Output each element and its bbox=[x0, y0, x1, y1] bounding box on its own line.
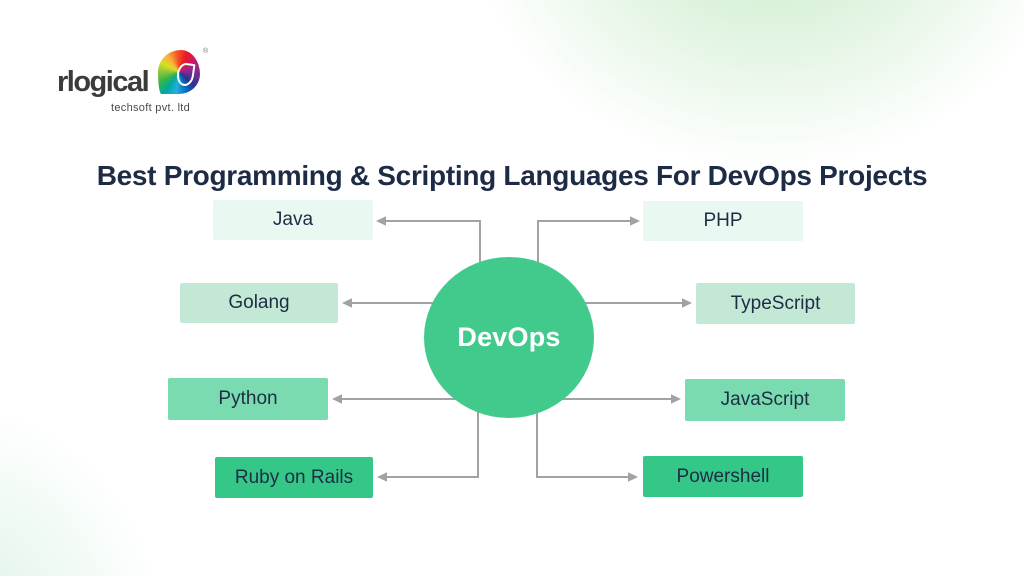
language-label: JavaScript bbox=[720, 389, 810, 410]
language-label: Ruby on Rails bbox=[234, 466, 354, 488]
language-box-php: PHP bbox=[643, 201, 803, 241]
company-logo: rlogical techsoft pvt. ltd ® bbox=[57, 48, 217, 114]
page-title: Best Programming & Scripting Languages F… bbox=[96, 159, 928, 191]
language-label: Powershell bbox=[676, 465, 770, 487]
arrowhead-typescript-icon bbox=[682, 298, 692, 308]
devops-center-node: DevOps bbox=[424, 257, 594, 418]
language-box-python: Python bbox=[168, 378, 328, 420]
arrowhead-java-icon bbox=[376, 216, 386, 226]
arrowhead-javascript-icon bbox=[671, 394, 681, 404]
rainbow-leaf-icon bbox=[158, 50, 200, 94]
logo-subtitle-text: techsoft pvt. ltd bbox=[111, 102, 191, 114]
language-label: Java bbox=[272, 209, 314, 230]
arrowhead-powershell-icon bbox=[628, 472, 638, 482]
language-label: Golang bbox=[228, 292, 290, 313]
devops-label: DevOps bbox=[457, 322, 561, 352]
connector-ruby bbox=[380, 396, 479, 478]
arrowhead-golang-icon bbox=[342, 298, 352, 308]
arrowhead-php-icon bbox=[630, 216, 640, 226]
arrowhead-python-icon bbox=[332, 394, 342, 404]
language-box-golang: Golang bbox=[180, 283, 338, 323]
language-box-java: Java bbox=[213, 200, 373, 240]
language-box-typescript: TypeScript bbox=[696, 283, 855, 324]
language-box-javascript: JavaScript bbox=[685, 379, 845, 421]
language-label: PHP bbox=[703, 210, 743, 231]
arrowhead-ruby-icon bbox=[377, 472, 387, 482]
connector-powershell bbox=[536, 396, 635, 478]
language-box-powershell: Powershell bbox=[643, 456, 803, 497]
language-label: Python bbox=[218, 388, 278, 409]
registered-trademark-symbol: ® bbox=[203, 48, 209, 55]
logo-brand-text: rlogical bbox=[57, 66, 150, 98]
language-box-ruby-on-rails: Ruby on Rails bbox=[215, 457, 373, 498]
language-label: TypeScript bbox=[730, 292, 821, 314]
